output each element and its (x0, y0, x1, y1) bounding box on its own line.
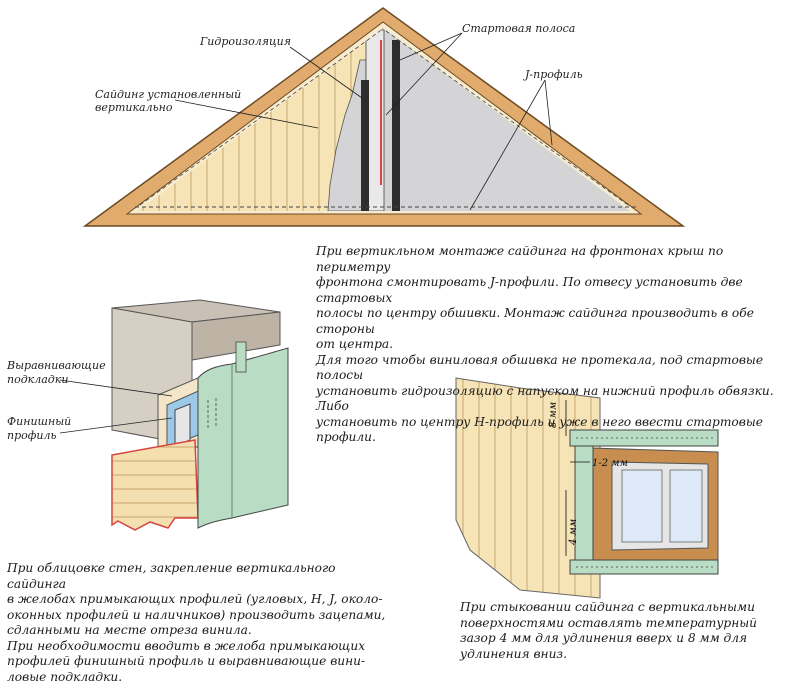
starter-strip-right (392, 40, 400, 211)
corner-caption-para-2: При необходимости вводить в желоба примы… (7, 639, 387, 685)
label-starter-strip: Стартовая полоса (462, 22, 575, 35)
label-waterproofing: Гидроизоляция (199, 35, 291, 48)
dim-gap-side: 1-2 мм (592, 458, 628, 469)
dim-gap-bottom: 4 мм (568, 519, 579, 546)
siding-panel-cut (112, 440, 198, 530)
gable-caption: При вертикльном монтаже сайдинга на фрон… (316, 244, 786, 446)
label-finish-2: профиль (7, 429, 56, 442)
window-glass-right (670, 470, 702, 542)
label-leveling-1: Выравнивающие (6, 359, 106, 372)
gable-diagram: Гидроизоляция Стартовая полоса J-профиль… (85, 8, 683, 226)
label-finish-1: Финишный (7, 415, 71, 428)
gable-caption-para-1: При вертикльном монтаже сайдинга на фрон… (316, 244, 786, 353)
label-siding-vertical-1: Сайдинг установленный (95, 88, 241, 101)
gable-caption-para-2: Для того чтобы виниловая обшивка не прот… (316, 353, 786, 446)
label-siding-vertical-2: вертикально (95, 101, 173, 114)
corner-diagram: Выравнивающие подкладки Финишный профиль (6, 300, 288, 530)
finish-profile (175, 404, 190, 446)
starter-strip-left (361, 80, 369, 211)
window-glass-left (622, 470, 662, 542)
window-caption: При стыковании сайдинга с вертикальными … (460, 600, 770, 662)
corner-profile (198, 348, 288, 528)
corner-caption: При облицовке стен, закрепление вертикал… (7, 561, 387, 685)
label-j-profile: J-профиль (523, 68, 583, 81)
label-leveling-2: подкладки (7, 373, 68, 386)
window-caption-para-1: При стыковании сайдинга с вертикальными … (460, 600, 770, 662)
corner-caption-para-1: При облицовке стен, закрепление вертикал… (7, 561, 387, 639)
